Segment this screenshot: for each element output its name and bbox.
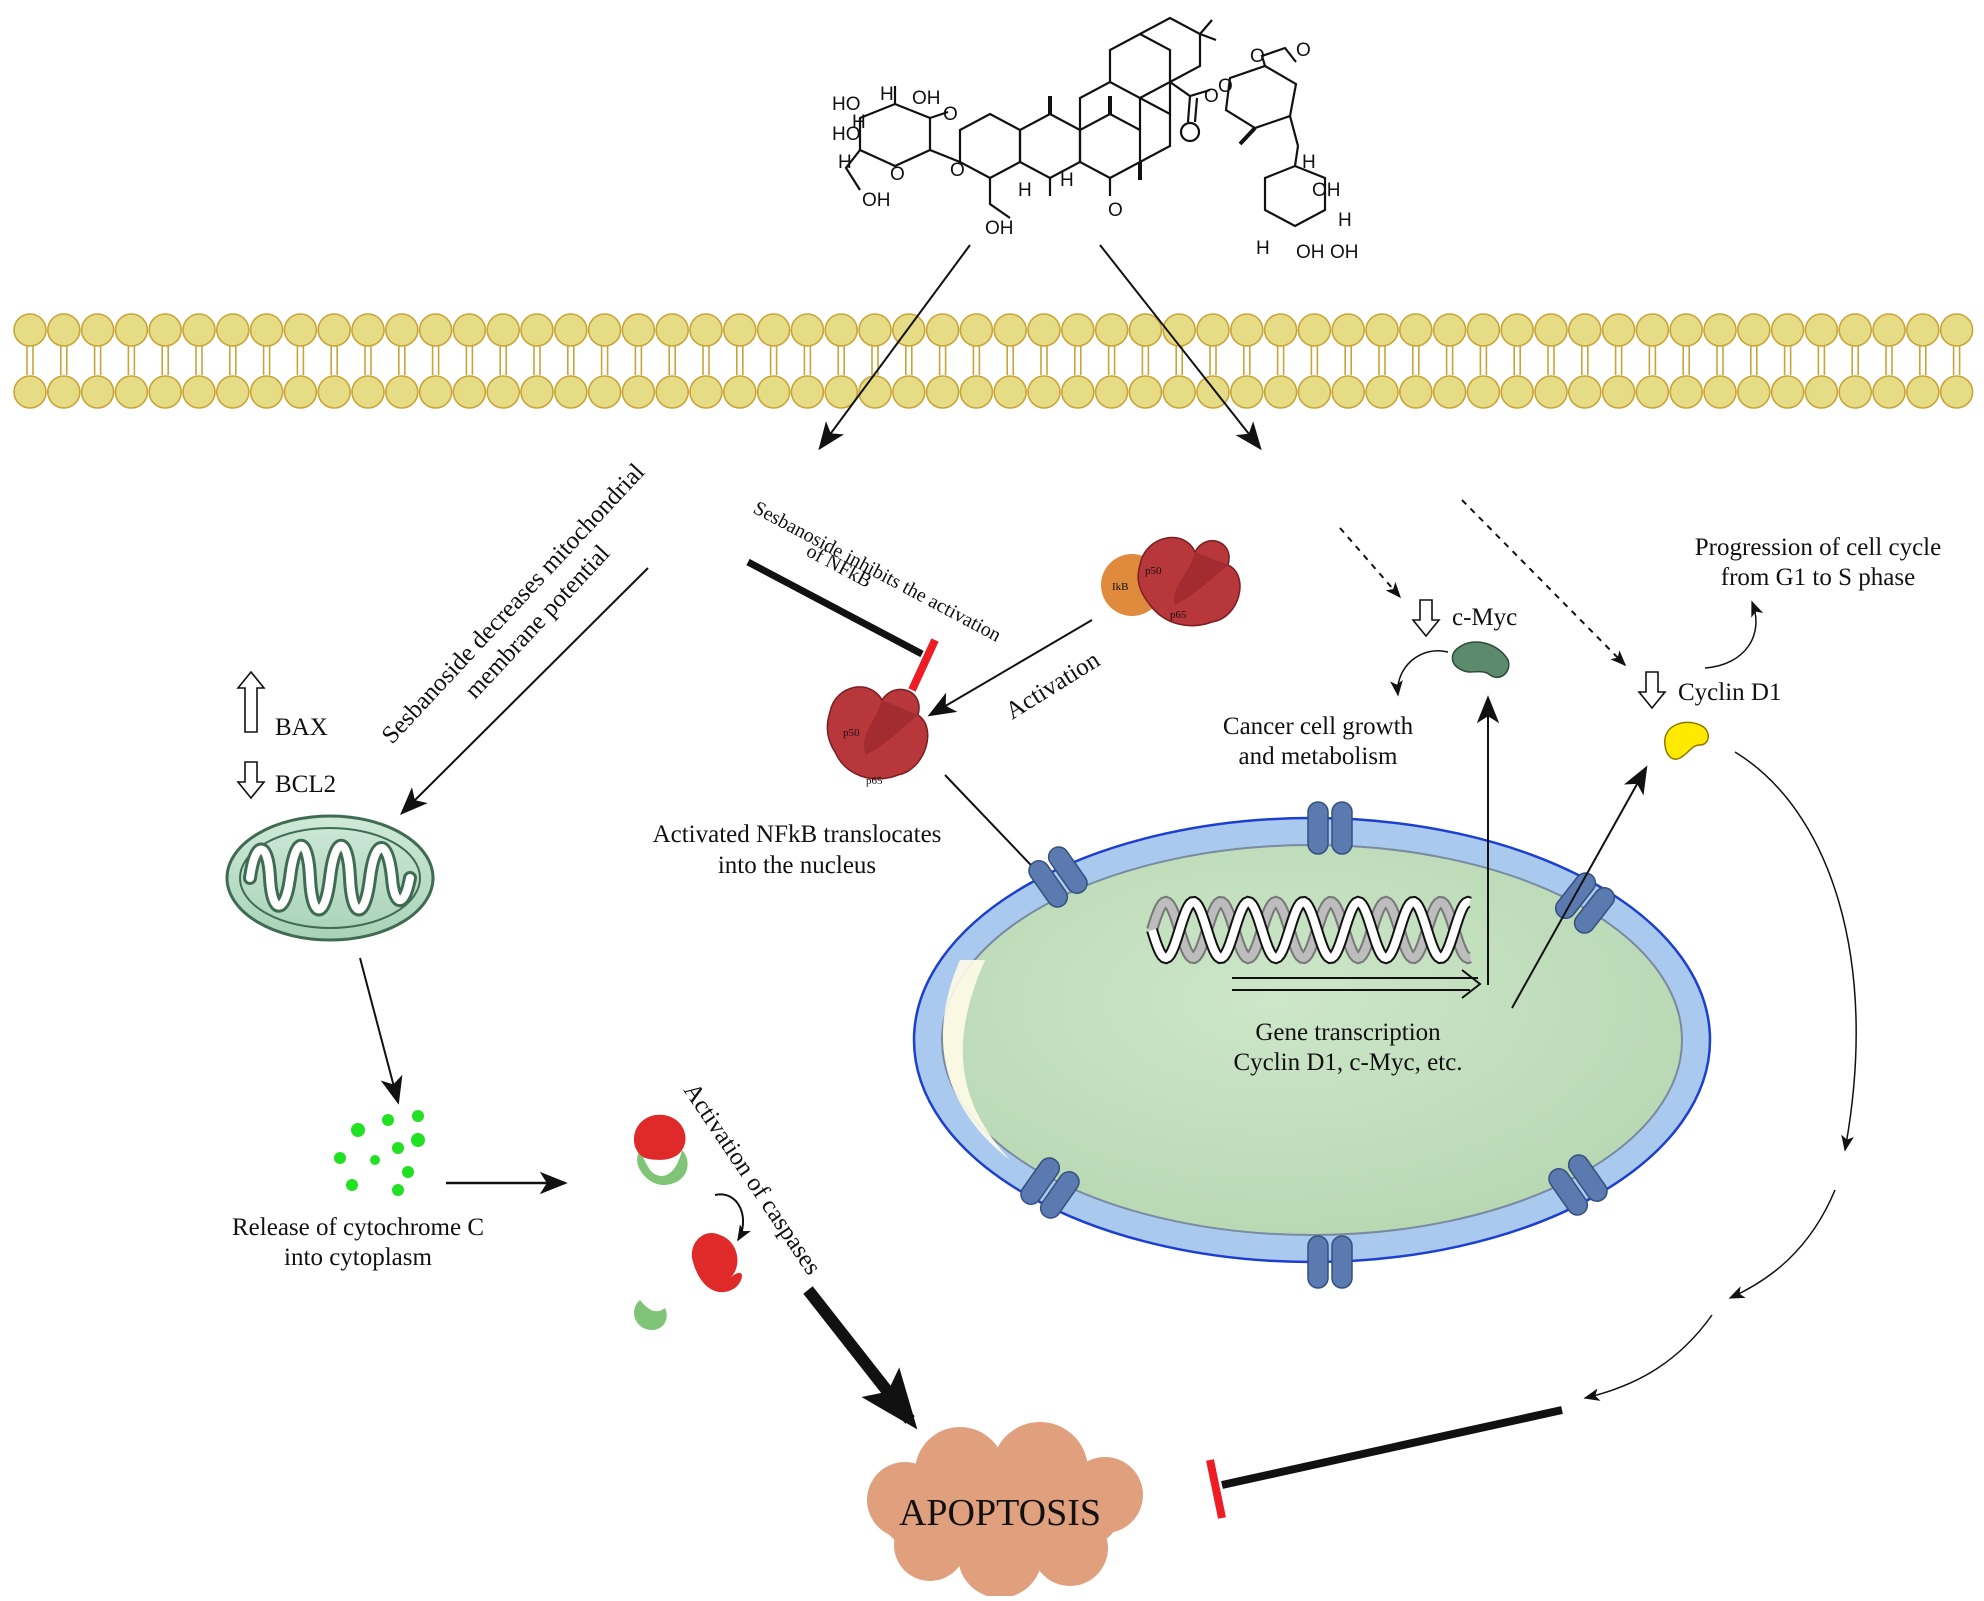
atom-label: OH — [1296, 242, 1325, 263]
bax-up-arrow-icon — [236, 670, 266, 733]
atom-label: H — [880, 84, 894, 105]
arrow-to-cyclin — [1511, 765, 1648, 1009]
atom-label: O — [1218, 76, 1233, 97]
atom-label: O — [1296, 40, 1311, 61]
nfkb-inhibition-line — [746, 558, 924, 658]
cmyc-down-arrow-icon — [1411, 599, 1441, 638]
arrow-cmyc-to-growth — [1390, 650, 1449, 697]
label-nfkb-inhibit-1: Sesbanoside inhibits the activation — [750, 497, 1005, 647]
atom-label: O — [890, 164, 905, 185]
label-ikb: IkB — [1112, 581, 1129, 593]
atom-label: H — [1338, 210, 1352, 231]
arrow-mito-to-cytochrome — [359, 957, 403, 1105]
label-nfkb-translocate-2: into the nucleus — [718, 852, 876, 879]
atom-label: H — [838, 152, 852, 173]
label-cell-cycle-2: from G1 to S phase — [1721, 564, 1915, 591]
nuclear-pore — [1028, 846, 1088, 908]
atom-label: O — [1108, 200, 1123, 221]
atom-label: HO — [832, 124, 861, 145]
cyclin-down-arrow-icon — [1637, 671, 1667, 710]
arrow-molecule-to-cytoplasm-left — [818, 244, 971, 451]
atom-label: O — [943, 104, 958, 125]
atom-label: O — [1204, 86, 1219, 107]
cyclin-d1-protein — [1664, 721, 1709, 760]
label-cancer-growth-2: and metabolism — [1239, 743, 1399, 770]
label-p65-complex: p65 — [1170, 609, 1187, 621]
nuclear-pore — [1307, 1235, 1353, 1289]
atom-label: OH — [985, 218, 1014, 239]
label-cytochrome-2: into cytoplasm — [284, 1244, 432, 1271]
label-cyclin-d1: Cyclin D1 — [1678, 679, 1781, 706]
atom-label: OH — [1330, 242, 1359, 263]
nuclear-pore — [1020, 1157, 1080, 1219]
nuclear-pore — [1307, 801, 1353, 855]
label-gene-transcription-1: Gene transcription — [1255, 1019, 1441, 1046]
label-apoptosis: APOPTOSIS — [899, 1492, 1101, 1534]
atom-label: OH — [912, 88, 941, 109]
atom-label: O — [1250, 46, 1265, 67]
label-cell-cycle-1: Progression of cell cycle — [1695, 534, 1941, 561]
label-bcl2: BCL2 — [275, 771, 336, 798]
dna-helix — [1146, 895, 1472, 965]
atom-label: OH — [1312, 180, 1341, 201]
label-gene-transcription-2: Cyclin D1, c-Myc, etc. — [1233, 1049, 1462, 1076]
atom-label: H — [852, 112, 866, 133]
apoptosis-inhibition-line — [1221, 1406, 1563, 1489]
ikb-nfkb-complex — [1101, 536, 1241, 627]
arrow-cyclin-to-cellcycle — [1704, 600, 1764, 669]
atom-label: H — [1018, 180, 1032, 201]
label-cmyc: c-Myc — [1452, 604, 1517, 631]
atom-label: O — [950, 160, 965, 181]
arrow-cyclin-curve-2 — [1728, 1189, 1836, 1299]
label-activation: Activation — [1001, 646, 1105, 725]
mitochondrion — [225, 814, 435, 942]
arrow-to-mitochondria — [400, 567, 649, 815]
activated-nfkb — [826, 686, 929, 780]
atom-label: H — [1060, 170, 1074, 191]
dashed-arrow-to-cyclin — [1461, 499, 1627, 667]
atom-label: HO — [832, 94, 861, 115]
label-bax: BAX — [275, 714, 328, 741]
cmyc-protein — [1451, 641, 1510, 679]
atom-label: H — [1256, 238, 1270, 259]
label-cancer-growth-1: Cancer cell growth — [1223, 713, 1414, 740]
label-cytochrome-1: Release of cytochrome C — [232, 1214, 484, 1241]
arrow-caspases-to-apoptosis — [803, 1286, 918, 1430]
sesbanoside-structure — [844, 16, 1327, 228]
cytochrome-c-dots — [334, 1110, 425, 1196]
arrow-cyclin-curve-3 — [1583, 1314, 1713, 1401]
label-p50-complex: p50 — [1145, 565, 1162, 577]
nfkb-inhibition-bar — [908, 638, 939, 692]
label-p65-active: p65 — [866, 775, 883, 787]
atom-label: H — [1302, 152, 1316, 173]
caspases — [633, 1114, 751, 1330]
label-nfkb-translocate-1: Activated NFkB translocates — [653, 821, 942, 848]
nuclear-pore — [1548, 1154, 1608, 1216]
cell-membrane — [13, 313, 1974, 409]
apoptosis-inhibition-bar — [1206, 1459, 1226, 1519]
label-mito-potential-1: Sesbanoside decreases mitochondrial — [377, 458, 651, 749]
nuclear-pores — [1020, 801, 1616, 1289]
arrow-molecule-to-cytoplasm-right — [1099, 244, 1262, 451]
label-p50-active: p50 — [843, 727, 860, 739]
arrow-cyclin-curve-1 — [1734, 751, 1857, 1152]
bcl2-down-arrow-icon — [236, 761, 266, 800]
dashed-arrow-to-cmyc — [1339, 527, 1402, 599]
arrow-activation — [927, 619, 1093, 717]
apoptosis-cloud — [867, 1422, 1143, 1598]
atom-label: OH — [862, 190, 891, 211]
